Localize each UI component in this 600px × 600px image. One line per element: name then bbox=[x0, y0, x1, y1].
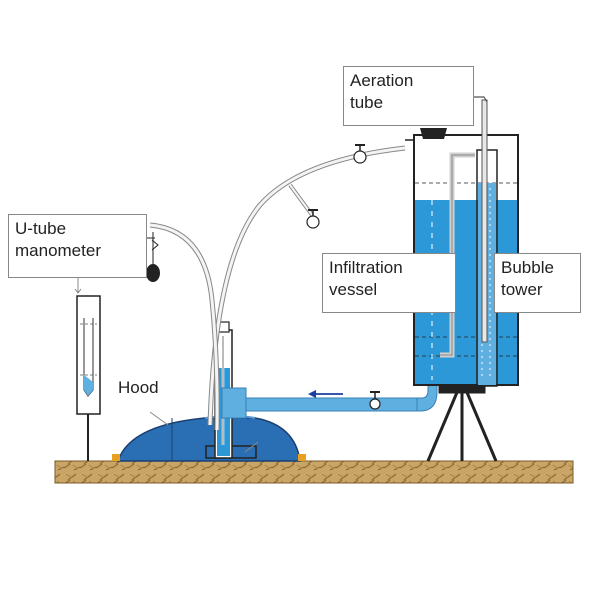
label-infiltration-vessel: Infiltration vessel bbox=[322, 253, 456, 313]
valve-icon bbox=[369, 391, 381, 410]
tank-stand bbox=[426, 383, 498, 462]
u-tube-manometer bbox=[76, 295, 101, 461]
label-bubble-tower: Bubble tower bbox=[494, 253, 581, 313]
label-u-tube-manometer: U-tube manometer bbox=[8, 214, 147, 278]
leader-lines bbox=[74, 278, 259, 453]
aeration-tube bbox=[473, 96, 488, 343]
hoses bbox=[149, 145, 406, 431]
label-hood: Hood bbox=[118, 378, 159, 397]
infiltration-vessel bbox=[405, 128, 519, 386]
ground bbox=[54, 460, 574, 484]
valve-icon bbox=[353, 144, 367, 164]
bulb-icon bbox=[146, 232, 160, 282]
label-aeration-tube: Aeration tube bbox=[343, 66, 474, 126]
flow-arrow-icon bbox=[308, 390, 343, 398]
valve-icon bbox=[306, 209, 320, 229]
supply-pipe bbox=[221, 383, 438, 419]
